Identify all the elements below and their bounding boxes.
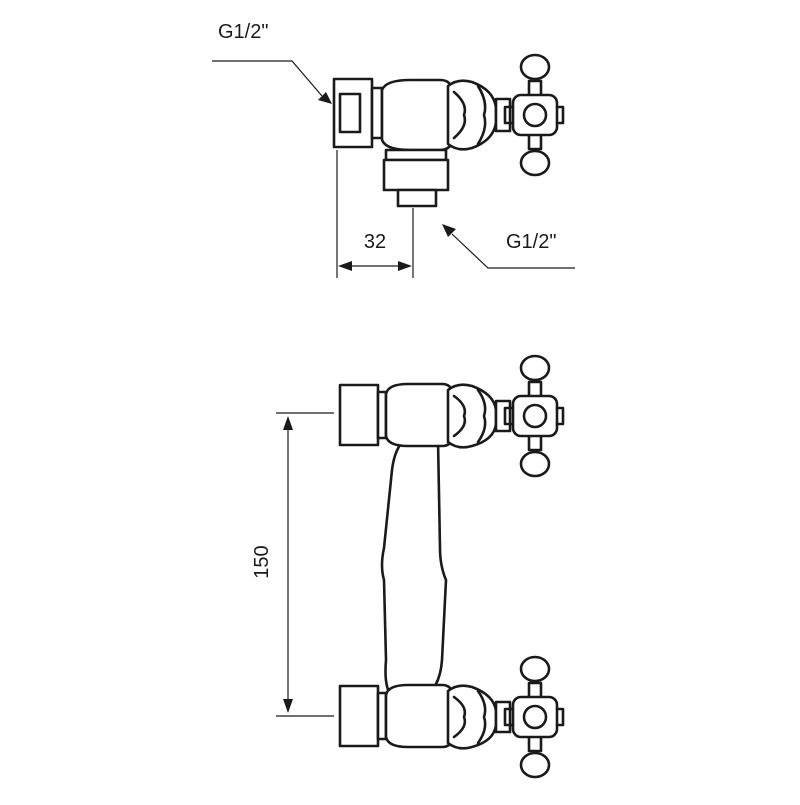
leader-line-outlet [451, 233, 575, 269]
outlet-nut [382, 158, 450, 192]
dimension-label-offset: 32 [364, 231, 386, 253]
dimension-label-center-distance: 150 [251, 545, 273, 578]
lower-bonnet [446, 684, 498, 750]
leader-line-inlet [212, 60, 323, 97]
top-view: 32 G1/2" G1/2" [212, 21, 575, 278]
cross-handle-lower [503, 655, 565, 779]
lower-valve-body [384, 683, 454, 749]
cross-handle-upper [503, 354, 565, 478]
cross-handle-top [503, 53, 565, 177]
bonnet [446, 79, 498, 151]
lower-inlet-nut [338, 684, 380, 748]
thread-label-inlet: G1/2" [218, 21, 268, 43]
upper-bonnet [446, 383, 498, 449]
front-view: 150 [251, 354, 565, 779]
upper-valve [338, 354, 565, 478]
arrow-head-inlet [318, 92, 332, 104]
stem-sleeve [494, 97, 512, 133]
outlet-thread [396, 188, 438, 208]
upper-valve-body [384, 382, 454, 448]
arrow-head-outlet [442, 224, 456, 237]
thread-label-outlet: G1/2" [506, 231, 556, 253]
connecting-pipe [380, 422, 448, 705]
lower-valve [338, 655, 565, 779]
upper-inlet-nut [338, 383, 380, 447]
valve-body [380, 78, 454, 152]
outlet-collar [384, 148, 448, 162]
